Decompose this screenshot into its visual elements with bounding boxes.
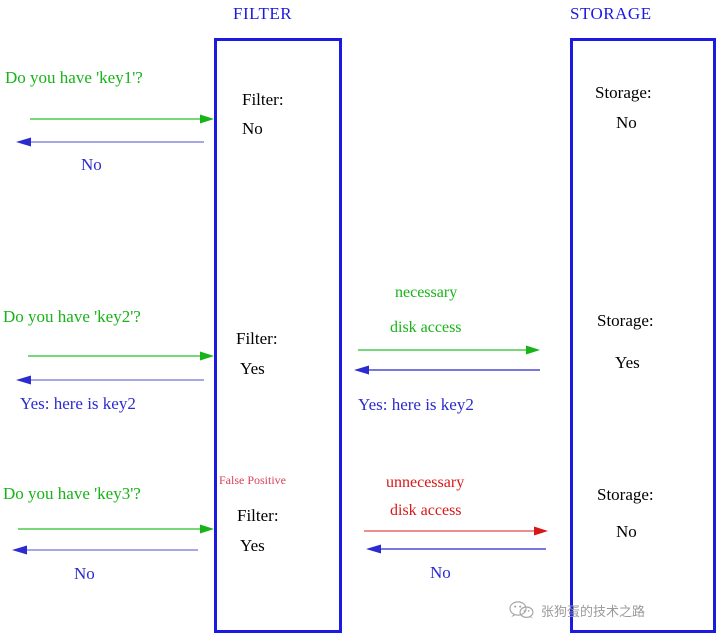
disk-response-label-key2: Yes: here is key2 bbox=[358, 395, 474, 414]
filter-column-title: FILTER bbox=[233, 4, 293, 23]
client-request-key1: Do you have 'key1'? bbox=[5, 68, 143, 87]
disk-access-line2-key2: disk access bbox=[390, 319, 462, 336]
storage-value-key2: Yes bbox=[615, 353, 640, 372]
disk-access-line1-key2: necessary bbox=[395, 284, 458, 301]
filter-value-key2: Yes bbox=[240, 359, 265, 378]
watermark: 张狗蛋的技术之路 bbox=[509, 600, 645, 620]
storage-column-title: STORAGE bbox=[570, 4, 652, 23]
filter-lifeline-box bbox=[214, 38, 342, 633]
arrow-response-key3 bbox=[12, 544, 198, 555]
filter-title-key2: Filter: bbox=[236, 329, 278, 348]
client-response-key1: No bbox=[81, 155, 102, 174]
arrow-request-key1 bbox=[28, 113, 214, 124]
storage-title-key2: Storage: bbox=[597, 311, 654, 330]
arrow-disk-response-key3 bbox=[366, 543, 546, 554]
storage-lifeline-box bbox=[570, 38, 716, 633]
arrow-response-key1 bbox=[16, 136, 204, 147]
disk-access-line2-key3: disk access bbox=[390, 502, 462, 519]
storage-value-key1: No bbox=[616, 113, 637, 132]
disk-response-label-key3: No bbox=[430, 563, 451, 582]
watermark-text: 张狗蛋的技术之路 bbox=[541, 604, 646, 620]
filter-title-key1: Filter: bbox=[242, 90, 284, 109]
storage-value-key3: No bbox=[616, 522, 637, 541]
false-positive-annotation: False Positive bbox=[219, 473, 287, 487]
wechat-icon bbox=[509, 600, 535, 620]
storage-title-key1: Storage: bbox=[595, 83, 652, 102]
storage-title-key3: Storage: bbox=[597, 485, 654, 504]
filter-value-key1: No bbox=[242, 119, 263, 138]
disk-access-line1-key3: unnecessary bbox=[386, 474, 465, 491]
arrow-disk-request-key2 bbox=[356, 344, 540, 355]
client-response-key2: Yes: here is key2 bbox=[20, 394, 136, 413]
arrow-request-key2 bbox=[26, 350, 214, 361]
arrow-response-key2 bbox=[16, 374, 204, 385]
arrow-request-key3 bbox=[16, 523, 214, 534]
client-request-key3: Do you have 'key3'? bbox=[3, 484, 141, 503]
filter-value-key3: Yes bbox=[240, 536, 265, 555]
client-response-key3: No bbox=[74, 564, 95, 583]
arrow-disk-request-key3 bbox=[362, 525, 548, 536]
arrow-disk-response-key2 bbox=[354, 364, 540, 375]
client-request-key2: Do you have 'key2'? bbox=[3, 307, 141, 326]
filter-title-key3: Filter: bbox=[237, 506, 279, 525]
